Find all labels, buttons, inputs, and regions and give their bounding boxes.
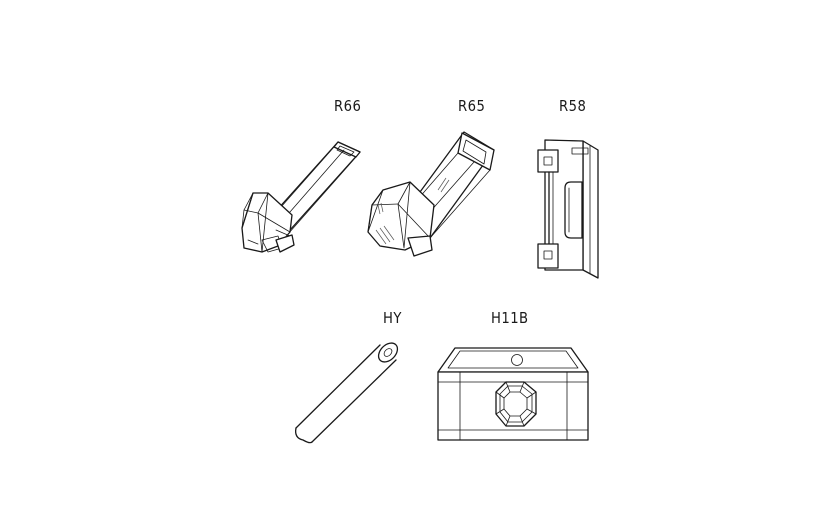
label-r58: R58 bbox=[559, 97, 587, 115]
square-tube-adapter-icon bbox=[367, 131, 495, 257]
clip-bracket-icon bbox=[537, 139, 599, 279]
label-hy: HY bbox=[383, 309, 402, 327]
block-with-hex-window-icon bbox=[437, 347, 589, 441]
label-r66: R66 bbox=[334, 97, 362, 115]
label-h11b: H11B bbox=[491, 309, 529, 327]
tubular-adapter-icon bbox=[241, 141, 361, 253]
pin-rod-icon bbox=[295, 342, 399, 444]
label-r65: R65 bbox=[458, 97, 486, 115]
